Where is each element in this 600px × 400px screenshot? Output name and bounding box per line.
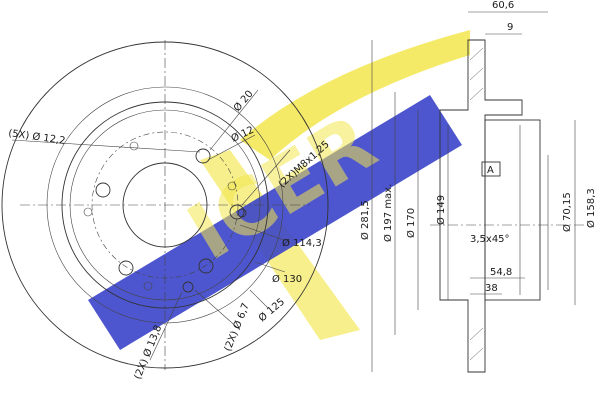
leader: [239, 224, 291, 243]
bolt-hole: [198, 258, 214, 274]
leader: [149, 291, 183, 361]
dim-d125: Ø 125: [256, 296, 287, 325]
logo-swoosh: [240, 30, 470, 160]
logo-band: [88, 95, 462, 350]
leader: [11, 139, 201, 153]
small-hole: [83, 207, 93, 217]
bolt-hole: [118, 260, 134, 276]
hatch: [469, 67, 484, 81]
dim-width-total: 60,6: [492, 0, 514, 11]
bolt-hole: [195, 148, 211, 164]
dim-54-8: 54,8: [490, 267, 512, 278]
small-hole: [227, 181, 237, 191]
leader: [249, 289, 269, 309]
hatch: [469, 87, 484, 101]
thread-hole: [237, 208, 247, 218]
dim-d281: Ø 281,5: [359, 200, 371, 240]
small-hole: [129, 141, 139, 151]
leader: [254, 261, 286, 273]
dim-38: 38: [485, 283, 498, 294]
leader: [241, 149, 291, 206]
dim-chamfer: 3,5x45°: [470, 234, 510, 245]
front-view: [1, 40, 329, 370]
dim-d130: Ø 130: [272, 273, 302, 285]
dim-d158: Ø 158,3: [585, 188, 597, 228]
hat-section: [484, 119, 541, 301]
side-view: [371, 11, 590, 373]
leader: [207, 134, 256, 161]
dim-hole-pcd: (5X) Ø 12,2: [8, 127, 67, 147]
dim-d149: Ø 149: [435, 195, 447, 225]
hatch: [469, 347, 484, 361]
dim-width-9: 9: [507, 22, 513, 33]
side-view-labels: 60,6 9 Ø 281,5 Ø 197 max. Ø 170 Ø 149 A …: [359, 0, 597, 294]
dim-d20: Ø 20: [231, 88, 255, 114]
small-hole: [143, 281, 153, 291]
datum-a-box: [481, 161, 501, 177]
disc-section: [439, 39, 523, 373]
dim-d170: Ø 170: [405, 208, 417, 238]
leader: [209, 89, 259, 151]
hatch: [469, 47, 484, 61]
dim-pcd: Ø 114,3: [282, 237, 322, 249]
datum-a: A: [487, 165, 494, 176]
leader: [194, 289, 241, 331]
thread-hole: [182, 281, 194, 293]
hatch: [469, 327, 484, 341]
bolt-hole: [229, 204, 245, 220]
dim-d197: Ø 197 max.: [382, 184, 394, 242]
dim-d70: Ø 70,15: [561, 192, 573, 232]
bolt-hole: [95, 182, 111, 198]
